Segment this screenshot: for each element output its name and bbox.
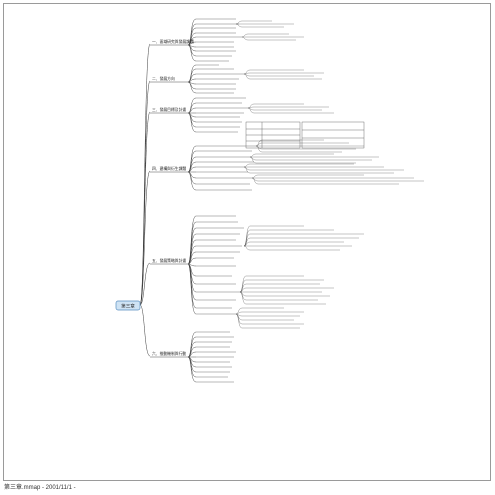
branch-node-4[interactable]: 四、建構與衍生課題 xyxy=(152,166,186,171)
detail-connector-5-5 xyxy=(255,145,263,153)
sub-connector-4-1 xyxy=(187,145,197,173)
root-node-label: 第三章 xyxy=(121,303,135,310)
root-node-box xyxy=(115,300,141,311)
detail-connector-7-4 xyxy=(243,166,251,174)
detail-connector-1-3 xyxy=(235,23,243,28)
branch-label-1: 一、區域研究與發展課題 xyxy=(152,39,194,44)
detail-table-box-2 xyxy=(301,121,365,149)
detail-connector-1-1 xyxy=(235,20,243,25)
detail-connector-2-1 xyxy=(241,33,249,38)
branch-node-5[interactable]: 五、發展策略與計畫 xyxy=(152,258,186,263)
detail-connector-6-1 xyxy=(249,153,257,158)
sub-connector-4-9 xyxy=(187,171,197,191)
detail-connector-11-6 xyxy=(235,313,243,329)
sub-connector-2-7 xyxy=(187,81,197,94)
detail-connector-11-1 xyxy=(235,307,243,315)
sub-connector-6-1 xyxy=(187,331,197,358)
branch-label-2: 二、發展方向 xyxy=(152,76,175,81)
detail-text-lines xyxy=(196,18,424,383)
mind-map: 第三章 一、區域研究與發展課題 二、發展方向 三、發展目標及計畫 四、建構與衍生… xyxy=(115,18,424,383)
detail-connector-4-4 xyxy=(247,107,255,114)
footer-caption: 第三章.mmap - 2001/11/1 - xyxy=(4,485,76,491)
branch-label-6: 六、推動機制與行動 xyxy=(152,351,186,356)
branch-node-1[interactable]: 一、區域研究與發展課題 xyxy=(152,39,194,44)
diagram-frame: 第三章 一、區域研究與發展課題 二、發展方向 三、發展目標及計畫 四、建構與衍生… xyxy=(3,3,491,481)
topic-nodes: 第三章 一、區域研究與發展課題 二、發展方向 三、發展目標及計畫 四、建構與衍生… xyxy=(115,39,194,356)
sub-connector-3-8 xyxy=(187,112,197,133)
sub-connector-4-3 xyxy=(187,156,197,173)
sub-connector-3-1 xyxy=(187,97,197,114)
detail-connector-2-3 xyxy=(241,36,249,41)
detail-connector-3-4 xyxy=(243,73,251,80)
detail-connector-7-1 xyxy=(243,163,251,168)
branch-node-6[interactable]: 六、推動機制與行動 xyxy=(152,351,186,356)
branch-label-4: 四、建構與衍生課題 xyxy=(152,166,186,171)
branch-connector-6 xyxy=(139,304,151,357)
branch-connector-4 xyxy=(139,170,151,306)
sub-connector-3-7 xyxy=(187,112,197,128)
detail-connector-8-1 xyxy=(251,174,259,179)
branch-label-5: 五、發展策略與計畫 xyxy=(152,258,186,263)
branch-label-3: 三、發展目標及計畫 xyxy=(152,107,186,112)
detail-connector-10-8 xyxy=(239,291,247,305)
connector-lines xyxy=(139,18,263,383)
detail-connector-6-4 xyxy=(249,156,257,164)
branch-node-2[interactable]: 二、發展方向 xyxy=(152,76,175,81)
detail-connector-8-4 xyxy=(251,177,259,185)
sub-connector-1-9 xyxy=(187,44,197,57)
sub-connector-5-15 xyxy=(187,263,197,315)
detail-connector-4-2 xyxy=(247,106,255,109)
sub-connector-1-10 xyxy=(187,44,197,62)
sub-connector-6-11 xyxy=(187,356,197,383)
branch-connector-5 xyxy=(139,262,151,306)
sub-connector-2-6 xyxy=(187,81,197,90)
branch-node-3[interactable]: 三、發展目標及計畫 xyxy=(152,107,186,112)
root-node[interactable]: 第三章 xyxy=(115,300,141,311)
detail-connector-9-7 xyxy=(243,245,251,251)
detail-connector-3-2 xyxy=(243,72,251,75)
